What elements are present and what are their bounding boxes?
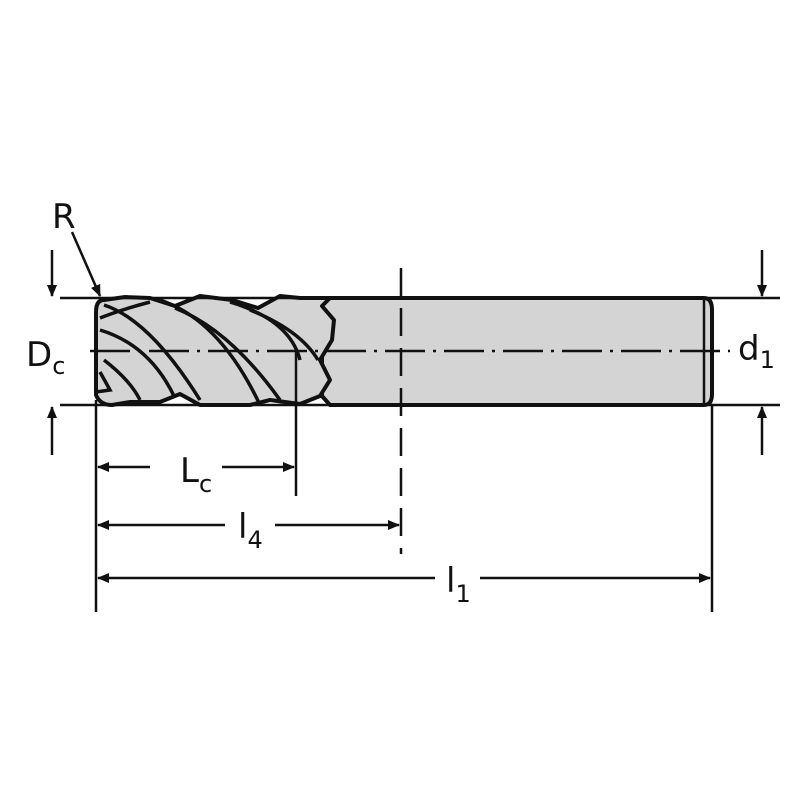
label-radius: R [52, 197, 76, 237]
label-shank-diameter: d1 [738, 329, 775, 374]
flute-helix-lines [95, 298, 320, 406]
label-usable-length: l4 [238, 507, 263, 554]
label-cutting-diameter: Dc [26, 335, 65, 380]
radius-leader-arrow [70, 231, 102, 297]
label-overall-length: l1 [446, 561, 471, 608]
label-cutting-length: Lc [180, 451, 212, 498]
